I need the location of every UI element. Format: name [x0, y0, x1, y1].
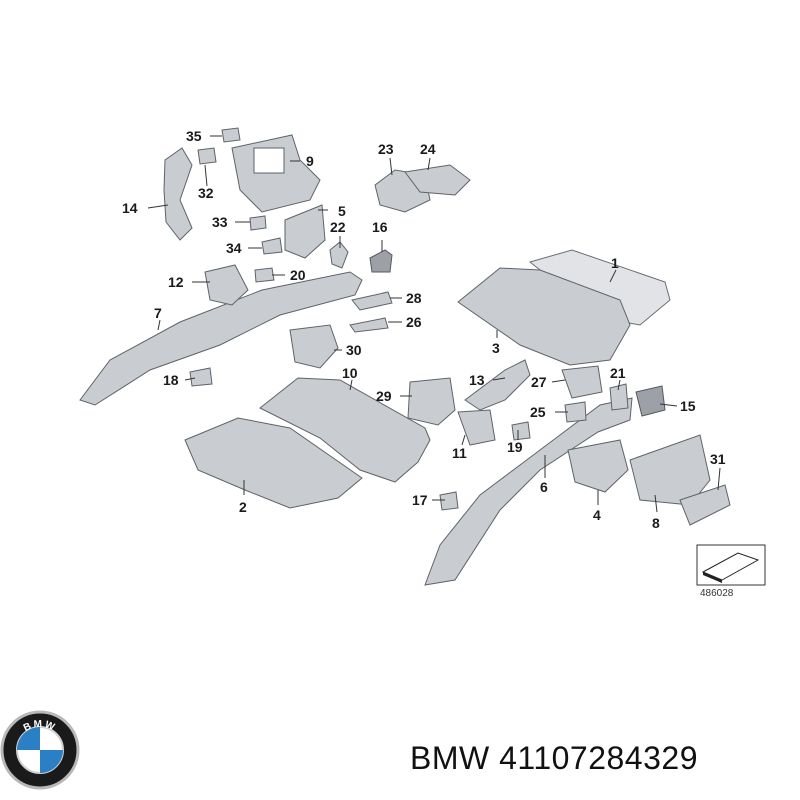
- part-35: [221, 127, 241, 143]
- part-number-label: BMW 41107284329: [410, 740, 698, 776]
- part-8: [629, 434, 711, 506]
- callout-31: 31: [710, 451, 726, 467]
- callout-18: 18: [163, 372, 179, 388]
- callout-25: 25: [530, 404, 546, 420]
- part-31: [679, 484, 731, 526]
- part-18: [189, 367, 213, 387]
- part-32: [197, 147, 217, 165]
- part-25: [564, 401, 587, 423]
- callout-29: 29: [376, 388, 392, 404]
- part-4: [567, 439, 629, 493]
- callout-17: 17: [412, 492, 428, 508]
- part-10: [259, 377, 431, 483]
- callout-23: 23: [378, 141, 394, 157]
- part-20: [254, 267, 275, 283]
- bmw-logo: BMW: [0, 710, 80, 790]
- part-11: [457, 409, 496, 446]
- callout-19: 19: [507, 439, 523, 455]
- callout-3: 3: [492, 340, 500, 356]
- part-14: [163, 147, 193, 241]
- part-13: [464, 359, 531, 411]
- part-17: [439, 491, 459, 511]
- callout-9: 9: [306, 153, 314, 169]
- callout-32: 32: [198, 185, 214, 201]
- callout-27: 27: [531, 374, 547, 390]
- part-16: [369, 249, 393, 273]
- part-6: [424, 397, 633, 586]
- callout-14: 14: [122, 200, 138, 216]
- part-30: [289, 324, 339, 369]
- callout-12: 12: [168, 274, 184, 290]
- leader-lines: [147, 135, 721, 513]
- callout-21: 21: [610, 365, 626, 381]
- callout-6: 6: [540, 479, 548, 495]
- callout-26: 26: [406, 314, 422, 330]
- callout-5: 5: [338, 203, 346, 219]
- callout-4: 4: [593, 507, 601, 523]
- part-22: [329, 241, 349, 269]
- part-19: [511, 421, 531, 441]
- part-34: [261, 237, 283, 255]
- callout-22: 22: [330, 219, 346, 235]
- callout-30: 30: [346, 342, 362, 358]
- callout-10: 10: [342, 365, 358, 381]
- part-33: [249, 215, 267, 231]
- callout-35: 35: [186, 128, 202, 144]
- part-7: [79, 271, 363, 406]
- part-24: [404, 164, 471, 196]
- reference-number: 486028: [700, 588, 734, 599]
- part-5: [284, 204, 326, 259]
- callout-13: 13: [469, 372, 485, 388]
- callout-33: 33: [212, 214, 228, 230]
- callout-7: 7: [154, 305, 162, 321]
- callout-15: 15: [680, 398, 696, 414]
- part-12: [204, 264, 249, 306]
- callout-11: 11: [452, 445, 467, 461]
- callout-2: 2: [239, 499, 247, 515]
- callout-8: 8: [652, 515, 660, 531]
- part-21: [609, 383, 629, 411]
- part-26: [349, 317, 389, 333]
- callout-20: 20: [290, 267, 306, 283]
- callout-34: 34: [226, 240, 242, 256]
- callout-28: 28: [406, 290, 422, 306]
- part-2: [184, 417, 363, 509]
- part-3: [457, 267, 631, 366]
- callout-24: 24: [420, 141, 436, 157]
- logo-text: BMW: [22, 719, 58, 734]
- callout-16: 16: [372, 219, 388, 235]
- part-15: [635, 385, 666, 417]
- part-27: [561, 365, 603, 399]
- part-28: [351, 291, 393, 311]
- callout-1: 1: [611, 255, 619, 271]
- reference-box: 486028: [696, 544, 766, 599]
- part-29: [407, 377, 456, 426]
